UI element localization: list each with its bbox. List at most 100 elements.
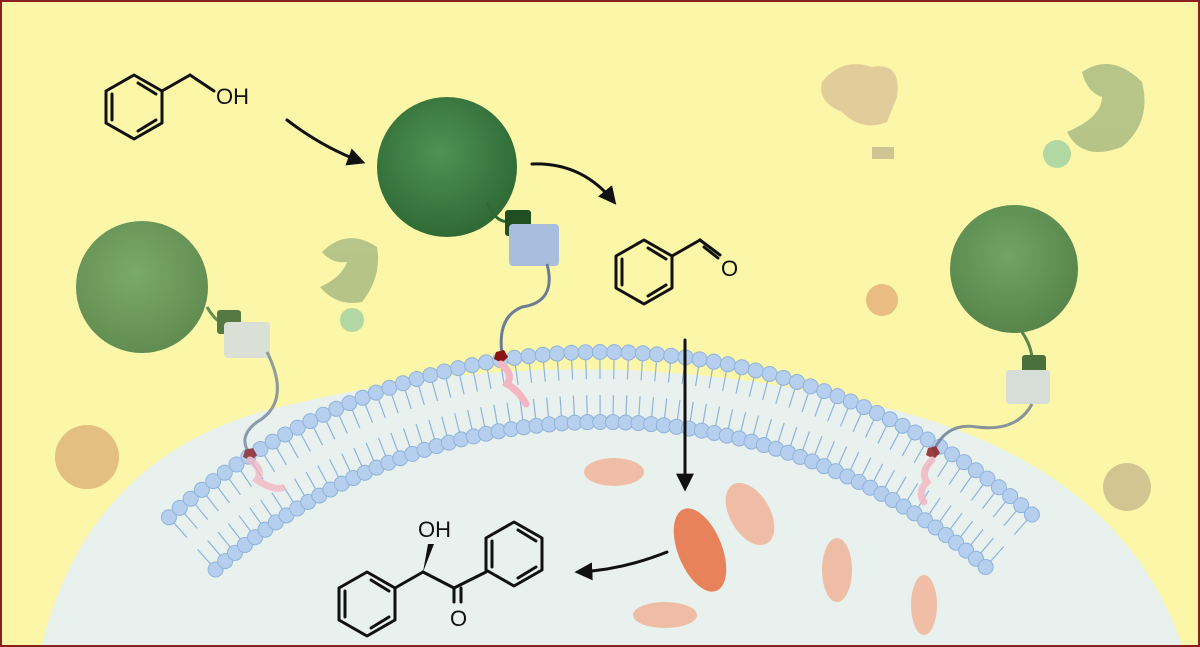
reaction-arrow-1 (285, 118, 366, 166)
lipid-head (549, 345, 566, 362)
membrane-anchor-icon (494, 350, 508, 363)
tag-box-icon (509, 224, 559, 266)
background-protein-icon (821, 64, 898, 126)
enzyme-cluster-icon (76, 221, 208, 353)
tether-icon (499, 263, 551, 355)
lipid-head (394, 375, 411, 392)
lipid-head (775, 369, 792, 386)
lipid-anchor-icon (246, 456, 286, 492)
lipid-head (328, 400, 345, 417)
reaction-arrow-4 (574, 550, 669, 581)
wedge-bond-icon (423, 544, 434, 572)
lipid-head (944, 446, 961, 463)
lipid-head (216, 464, 233, 481)
background-proteins (55, 64, 1151, 511)
benzoin-oh-label: OH (418, 517, 451, 542)
lipid-head (534, 346, 551, 363)
lipid-head (990, 479, 1007, 496)
lipid-head (408, 370, 425, 387)
lipid-head (663, 347, 680, 364)
lipid-head (919, 431, 936, 448)
lipid-head (761, 365, 778, 382)
active-cargo-enzyme-icon (673, 508, 727, 592)
reaction-arrow-2 (530, 162, 617, 205)
lipid-head (789, 373, 806, 390)
lipid-head (705, 353, 722, 370)
background-protein-icon (55, 425, 119, 489)
lipid-head (205, 473, 222, 490)
lipid-head (422, 367, 439, 384)
lipid-head (182, 490, 199, 507)
lipid-head (979, 470, 996, 487)
lipid-head (354, 389, 371, 406)
lipid-head (894, 417, 911, 434)
lipid-head (367, 384, 384, 401)
cargo-enzyme-icon (725, 482, 775, 546)
lipid-head (1023, 506, 1040, 523)
benzyl-alcohol-molecule: OH (104, 73, 249, 141)
lipid-head (829, 388, 846, 405)
lipid-head (719, 356, 736, 373)
background-protein-icon (320, 238, 378, 303)
lipid-head (381, 379, 398, 396)
lipid-head (907, 424, 924, 441)
lipid-head (277, 426, 294, 443)
lipid-head (478, 354, 495, 371)
benzoin-o-label: O (450, 606, 467, 631)
tether-icon (243, 351, 279, 455)
lipid-head (620, 344, 637, 361)
enzyme-cluster-icon (377, 97, 517, 237)
lipid-head (1002, 488, 1019, 505)
background-protein-tag-icon (872, 147, 894, 159)
lipid-head (577, 344, 594, 361)
tag-box-icon (1006, 370, 1050, 404)
lipid-head (563, 344, 580, 361)
lipid-head (193, 481, 210, 498)
benzaldehyde-o-label: O (721, 256, 738, 281)
background-protein-icon (866, 284, 898, 316)
background-protein-icon (1067, 64, 1145, 152)
lipid-anchor-icon (497, 360, 530, 408)
lipid-head (733, 359, 750, 376)
lipid-head (956, 454, 973, 471)
enzyme-cluster-left (76, 221, 286, 492)
lipid-head (464, 357, 481, 374)
background-protein-icon (1043, 140, 1071, 168)
lipid-head (506, 349, 523, 366)
lipid-head (450, 360, 467, 377)
lipid-head (881, 411, 898, 428)
tag-box-icon (224, 322, 270, 358)
lipid-anchor-icon (917, 456, 936, 506)
lipid-head (302, 413, 319, 430)
benzaldehyde-molecule: O (614, 238, 738, 306)
background-protein-icon (1103, 463, 1151, 511)
lipid-head (591, 344, 608, 361)
lipid-head (691, 351, 708, 368)
cargo-enzyme-icon (633, 602, 697, 628)
membrane-anchor-icon (243, 448, 257, 461)
lipid-head (649, 346, 666, 363)
lipid-head (967, 462, 984, 479)
benzyl-alcohol-oh-label: OH (216, 84, 249, 109)
lipid-head (747, 362, 764, 379)
cargo-enzyme-icon (911, 575, 937, 635)
lipid-head (634, 345, 651, 362)
lipid-head (868, 405, 885, 422)
cargo-enzyme-icon (822, 538, 852, 602)
lipid-head (436, 363, 453, 380)
lipid-head (606, 344, 623, 361)
cell-interior (42, 369, 1182, 645)
lipid-head (977, 559, 994, 576)
enzyme-cluster-center (377, 97, 559, 408)
lipid-head (802, 378, 819, 395)
cargo-enzyme-icon (584, 458, 644, 486)
enzyme-cluster-icon (950, 205, 1078, 333)
membrane-anchor-icon (926, 446, 940, 459)
enzyme-cluster-right (917, 205, 1078, 506)
lipid-head (816, 383, 833, 400)
lipid-head (315, 406, 332, 423)
cargo-enzymes (584, 458, 937, 635)
lipid-bilayer-icon (160, 344, 1040, 578)
